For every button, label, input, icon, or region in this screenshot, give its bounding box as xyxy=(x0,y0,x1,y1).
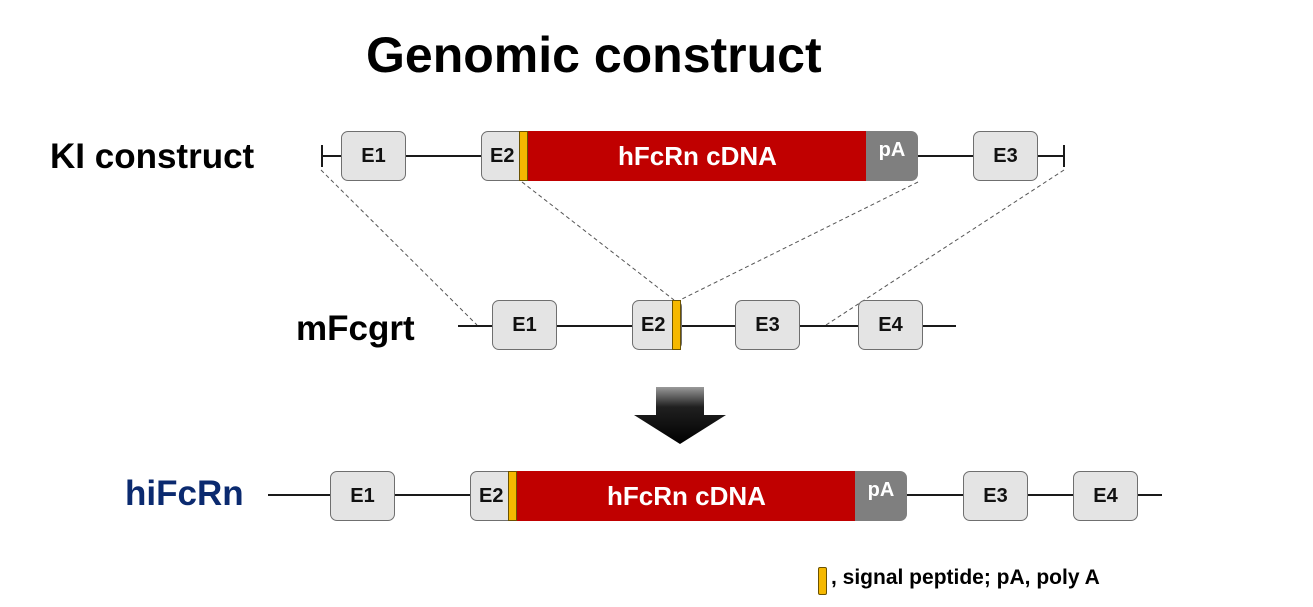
hifcrn-backbone-line-1 xyxy=(268,494,332,496)
ki-exon-e3: E3 xyxy=(973,131,1038,181)
dashed-line-pa-right xyxy=(679,181,919,301)
ki-exon-e1: E1 xyxy=(341,131,406,181)
hifcrn-label: hiFcRn xyxy=(125,474,244,513)
hifcrn-exon-e4: E4 xyxy=(1073,471,1138,521)
mfcgrt-label: mFcgrt xyxy=(296,309,415,348)
ki-hfcrn-cdna-block: hFcRn cDNA xyxy=(528,131,867,181)
diagram-title: Genomic construct xyxy=(366,27,822,83)
hifcrn-backbone-line-2 xyxy=(395,494,471,496)
ki-backbone-line-4 xyxy=(1038,155,1064,157)
ki-polya-block: pA xyxy=(866,131,918,181)
hifcrn-polya-block: pA xyxy=(855,471,907,521)
ki-construct-label: KI construct xyxy=(50,137,255,176)
hifcrn-backbone-line-3 xyxy=(907,494,964,496)
dashed-line-right-arm xyxy=(825,169,1065,326)
hifcrn-exon-e1: E1 xyxy=(330,471,395,521)
mfcgrt-exon-e3: E3 xyxy=(735,300,800,350)
ki-backbone-line-2 xyxy=(406,155,482,157)
hifcrn-exon-e3: E3 xyxy=(963,471,1028,521)
mfcgrt-exon-e1: E1 xyxy=(492,300,557,350)
down-arrow-shape xyxy=(634,387,726,444)
mfcgrt-exon-e4: E4 xyxy=(858,300,923,350)
hifcrn-backbone-line-5 xyxy=(1138,494,1162,496)
hifcrn-backbone-line-4 xyxy=(1028,494,1074,496)
ki-backbone-line-1 xyxy=(322,155,342,157)
ki-right-end-tick xyxy=(1063,145,1065,167)
mfcgrt-backbone-line xyxy=(458,325,956,327)
legend-signal-peptide-swatch xyxy=(818,567,827,595)
ki-signal-peptide-mark xyxy=(519,131,528,181)
legend-text: , signal peptide; pA, poly A xyxy=(831,566,1100,589)
mfcgrt-signal-peptide-mark xyxy=(672,300,681,350)
dashed-line-left-arm xyxy=(320,169,478,326)
hifcrn-signal-peptide-mark xyxy=(508,471,517,521)
ki-backbone-line-3 xyxy=(918,155,974,157)
hifcrn-hfcrn-cdna-block: hFcRn cDNA xyxy=(517,471,856,521)
